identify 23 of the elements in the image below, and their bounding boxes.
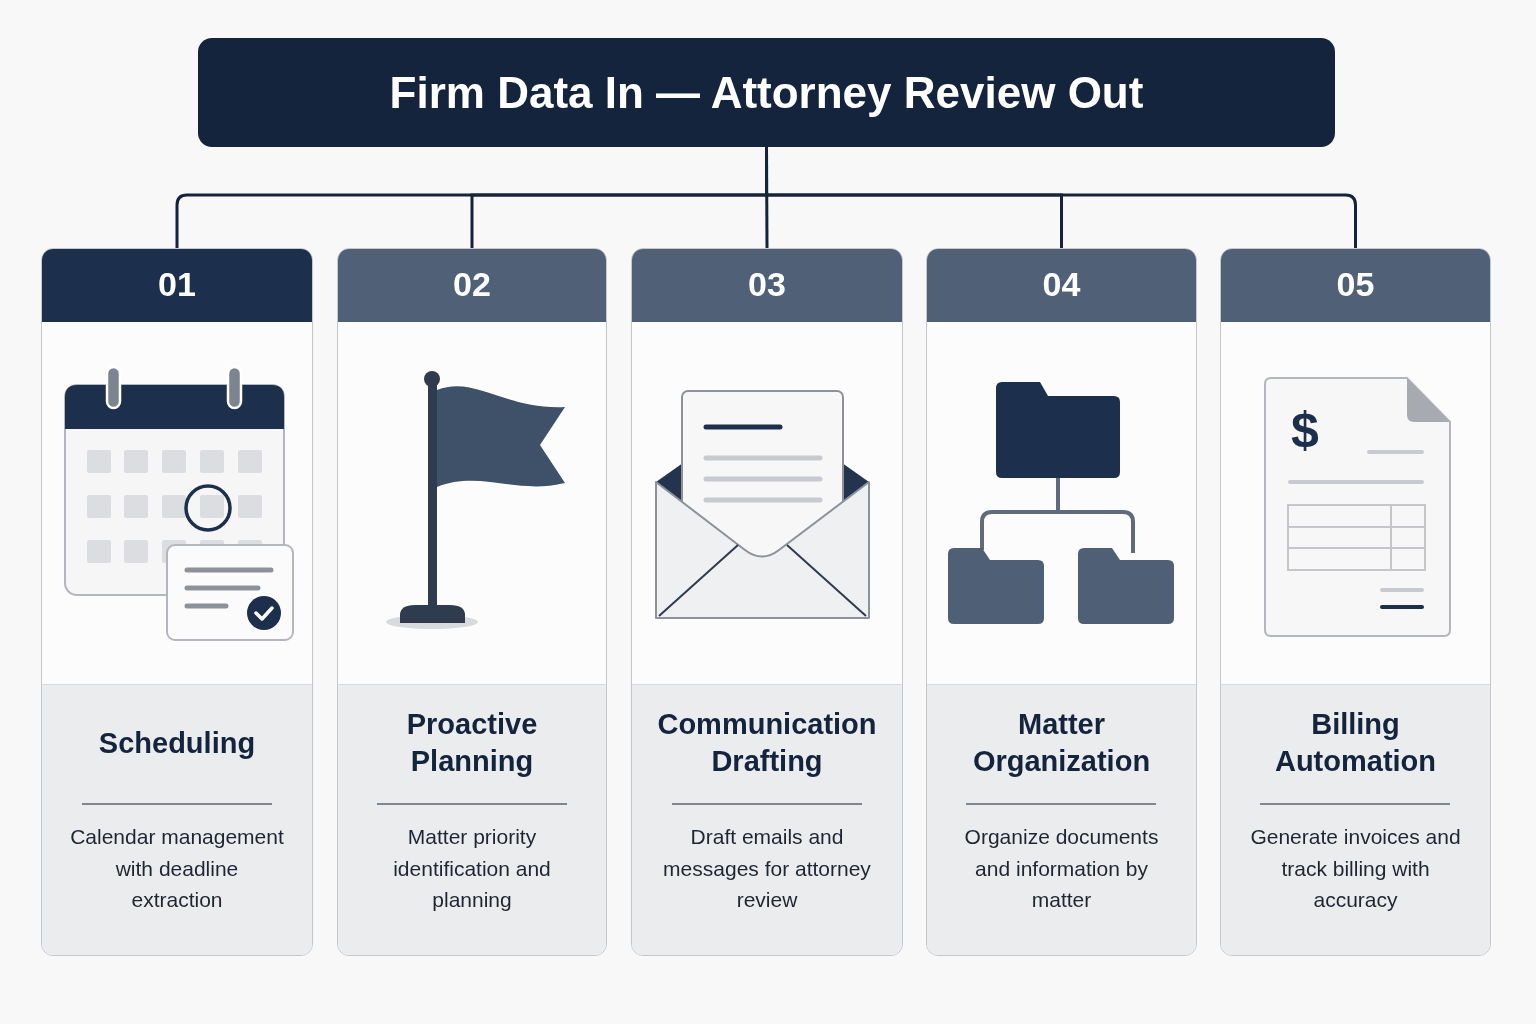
card-description: Calendar management with deadline extraction: [69, 824, 285, 913]
card-title: Billing Automation: [1273, 707, 1438, 779]
card-description: Generate invoices and track billing with accuracy: [1249, 824, 1462, 913]
card-title: Communication Drafting: [656, 707, 878, 779]
step-number: 03: [748, 265, 786, 304]
step-card: [631, 248, 903, 956]
card-description: Draft emails and messages for attorney review: [662, 824, 872, 913]
step-number: 01: [158, 265, 196, 304]
card-title: Proactive Planning: [405, 707, 539, 779]
step-number: 02: [453, 265, 491, 304]
currency-symbol: $: [1291, 405, 1319, 455]
banner-title: Firm Data In — Attorney Review Out: [389, 67, 1144, 118]
step-number: 05: [1336, 265, 1375, 304]
card-title: Matter Organization: [971, 707, 1152, 779]
step-card: [41, 248, 313, 956]
step-number: 04: [1042, 265, 1081, 304]
step-card: [1220, 248, 1491, 956]
card-description: Matter priority identification and planning: [392, 824, 552, 913]
step-card: [337, 248, 607, 956]
card-description: Organize documents and information by matter: [963, 824, 1160, 913]
step-card: [926, 248, 1197, 956]
title-banner: [198, 38, 1335, 147]
card-title: Scheduling: [98, 725, 256, 761]
